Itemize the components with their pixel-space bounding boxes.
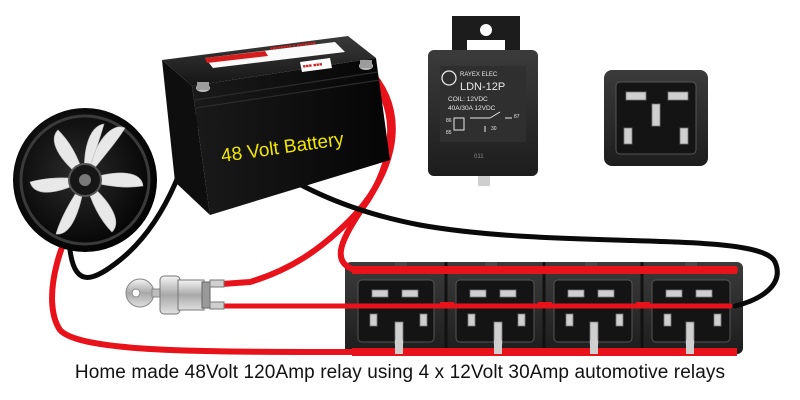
battery-top-sticker: ■■■■■■■■ ■ ■■■■■■■ xyxy=(270,40,317,51)
relay-code: 011 xyxy=(474,154,484,160)
relay-model: LDN-12P xyxy=(460,81,505,93)
relay-bottom-view xyxy=(604,70,708,166)
relay-pin-87: 87 xyxy=(514,114,520,120)
relay-front-view: RAYEX ELEC LDN-12P COIL: 12VDC 40A/30A 1… xyxy=(428,16,538,186)
key-switch-icon xyxy=(125,275,225,315)
relay-pin-86: 86 xyxy=(446,118,452,124)
battery-small-label: ■■■ ■■■ xyxy=(303,62,323,70)
relay-brand: RAYEX ELEC xyxy=(460,72,498,78)
relay-rating: 40A/30A 12VDC xyxy=(448,105,496,112)
battery: ■■■■■■■■ ■ ■■■■■■■ ■■■ ■■■ 48 Volt Batte… xyxy=(162,36,390,215)
battery-positive-terminal xyxy=(359,60,373,70)
battery-negative-terminal xyxy=(196,82,210,92)
relay-coil: COIL: 12VDC xyxy=(448,96,488,103)
relay-pin-30: 30 xyxy=(491,126,497,132)
relay-schematic xyxy=(453,111,512,132)
cooling-fan-motor-icon xyxy=(13,108,157,252)
diagram-caption: Home made 48Volt 120Amp relay using 4 x … xyxy=(74,362,726,383)
relay-jumpers xyxy=(352,266,737,356)
relay-pin-85: 85 xyxy=(446,130,452,136)
